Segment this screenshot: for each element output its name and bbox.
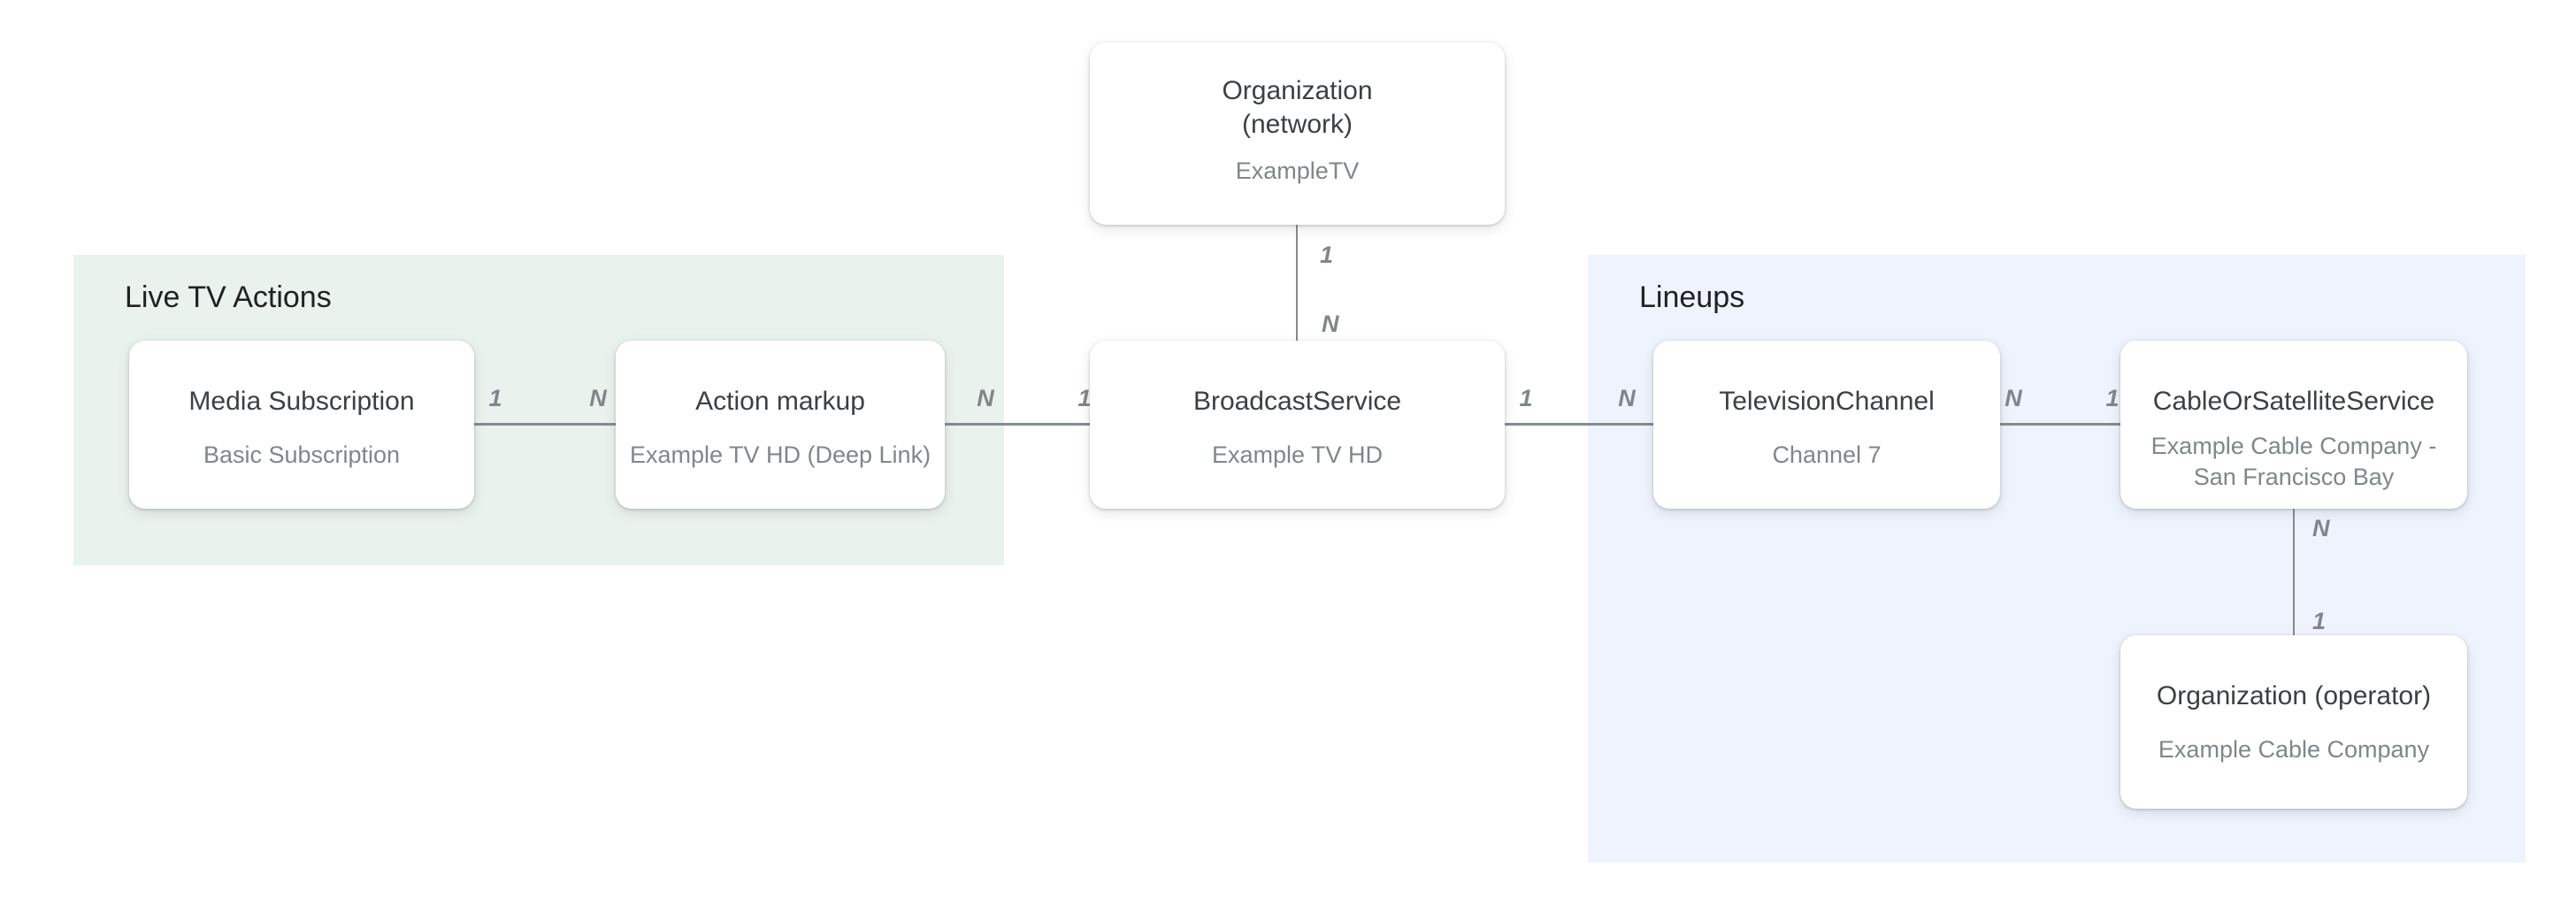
cardinality-label: N	[589, 385, 607, 411]
cardinality-label: N	[2312, 515, 2330, 541]
node-title: TelevisionChannel	[1719, 387, 1935, 416]
node-title: Organization (operator)	[2156, 681, 2432, 710]
cardinality-label: 1	[2312, 608, 2327, 634]
cardinality-label: 1	[488, 385, 502, 411]
node-subtitle: Example TV HD (Deep Link)	[629, 441, 932, 468]
node-subtitle: ExampleTV	[1235, 157, 1360, 184]
node-television-channel: TelevisionChannel Channel 7	[1653, 341, 2000, 509]
cardinality-label: N	[977, 385, 994, 411]
cardinality-label: 1	[1519, 385, 1533, 411]
node-title: CableOrSatelliteService	[2152, 387, 2435, 416]
node-title: Organization (network)	[1222, 76, 1373, 139]
node-organization-operator: Organization (operator) Example Cable Co…	[2120, 635, 2467, 809]
node-title: Media Subscription	[188, 387, 415, 416]
node-action-markup: Action markup Example TV HD (Deep Link)	[616, 341, 945, 509]
cardinality-label: N	[2005, 385, 2022, 411]
edge-cable-service-to-organization-operator	[2293, 508, 2295, 635]
node-title: Action markup	[695, 387, 865, 416]
cardinality-label: 1	[1077, 385, 1092, 411]
node-media-subscription: Media Subscription Basic Subscription	[129, 341, 474, 509]
edge-action-markup-to-broadcast-service	[945, 423, 1090, 426]
region-heading-lineups: Lineups	[1639, 280, 1745, 314]
cardinality-label: 1	[1320, 242, 1334, 268]
node-subtitle: Basic Subscription	[203, 441, 401, 468]
node-organization-network: Organization (network) ExampleTV	[1090, 42, 1505, 225]
edge-broadcast-service-to-television-channel	[1505, 423, 1653, 426]
node-subtitle: Example Cable Company	[2158, 736, 2430, 763]
cardinality-label: N	[1322, 311, 1339, 337]
node-subtitle: Example Cable Company - San Francisco Ba…	[2150, 433, 2437, 490]
node-title: BroadcastService	[1192, 387, 1402, 416]
node-broadcast-service: BroadcastService Example TV HD	[1090, 341, 1505, 509]
node-cable-or-satellite-service: CableOrSatelliteService Example Cable Co…	[2120, 341, 2467, 509]
cardinality-label: N	[1618, 385, 1636, 411]
node-subtitle: Example TV HD	[1211, 441, 1384, 468]
edge-media-subscription-to-action-markup	[474, 423, 616, 426]
edge-television-channel-to-cable-service	[2000, 423, 2120, 426]
node-subtitle: Channel 7	[1772, 441, 1882, 468]
region-heading-live-tv-actions: Live TV Actions	[125, 280, 332, 314]
edge-organization-network-to-broadcast-service	[1296, 225, 1298, 341]
cardinality-label: 1	[2105, 385, 2120, 411]
